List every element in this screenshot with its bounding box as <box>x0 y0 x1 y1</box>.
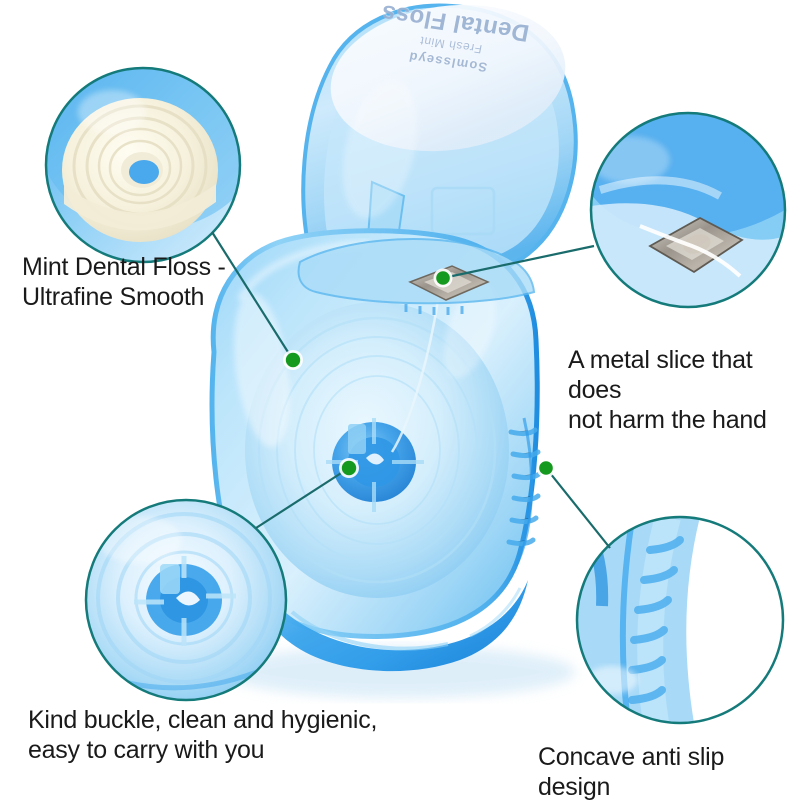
caption-floss-spool: Mint Dental Floss - Ultrafine Smooth <box>22 253 226 311</box>
callout-anti-slip <box>575 515 785 725</box>
leader-line-floss <box>211 231 294 361</box>
marker-antislip <box>536 458 556 478</box>
caption-anti-slip: Concave anti slip design <box>538 743 725 800</box>
callout-metal-cutter <box>589 111 787 309</box>
marker-metal <box>433 268 453 288</box>
floss-winding-rings <box>257 316 497 584</box>
callout-floss-spool <box>44 66 242 264</box>
caption-metal-slice: A metal slice that does not harm the han… <box>568 346 767 434</box>
leader-line-metal <box>442 244 595 280</box>
container-base <box>267 580 528 672</box>
container-lid <box>301 3 578 294</box>
leader-line-antislip <box>545 467 611 549</box>
marker-buckle <box>339 458 359 478</box>
callout-center-buckle <box>84 498 288 702</box>
marker-floss <box>283 350 303 370</box>
caption-kind-buckle: Kind buckle, clean and hygienic, easy to… <box>28 706 378 764</box>
product-shadow <box>225 646 575 698</box>
anti-slip-ribs <box>506 427 542 547</box>
leader-line-buckle <box>255 467 350 529</box>
